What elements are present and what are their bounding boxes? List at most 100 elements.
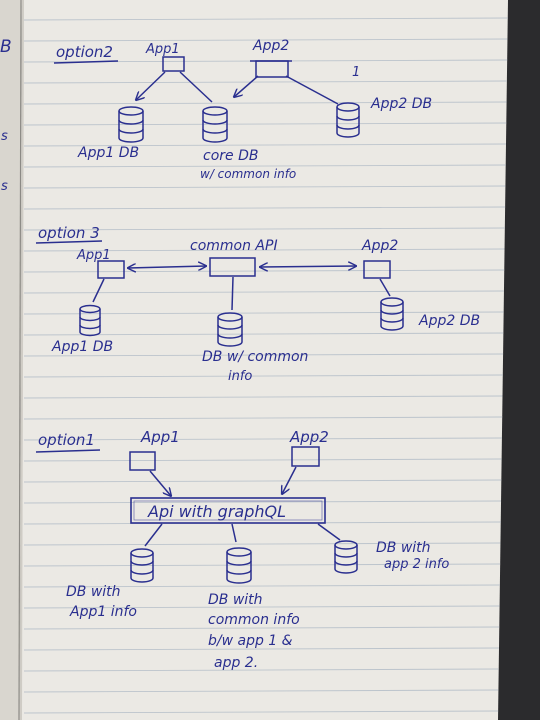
heading-underline <box>35 240 103 244</box>
app2-label: App2 <box>252 38 289 54</box>
ruled-line <box>23 710 499 714</box>
database-icon <box>380 297 404 331</box>
link-api-db2 <box>231 523 237 543</box>
arrow-api-app2 <box>260 266 356 267</box>
link-app2-to-app2db <box>285 75 339 105</box>
option3-diagram: option 3 App1 common API App2 App1 DB <box>35 224 480 384</box>
margin-mark: s <box>1 179 8 194</box>
ruled-line <box>23 248 505 252</box>
link-api-db1 <box>144 523 163 547</box>
db3-label-line1: DB with <box>376 540 431 556</box>
ruled-line <box>23 311 504 315</box>
ruled-line <box>23 500 502 504</box>
ruled-line <box>23 647 499 651</box>
previous-page-edge <box>0 0 22 720</box>
ruled-line <box>23 542 501 546</box>
margin-mark: s <box>1 129 8 144</box>
ruled-lines <box>23 17 508 714</box>
db3-label-line2: app 2 info <box>384 557 449 572</box>
db2-label-line3: b/w app 1 & <box>208 633 293 649</box>
ruled-line <box>23 122 507 126</box>
margin-mark: B <box>0 37 12 57</box>
app2-db-label: App2 DB <box>418 313 480 329</box>
arrow-app2-to-api <box>282 466 297 494</box>
app2-label: App2 <box>289 428 329 446</box>
arrow-app2-to-coredb <box>234 75 259 97</box>
database-icon <box>336 102 360 138</box>
ruled-line <box>23 563 501 567</box>
ruled-line <box>23 290 504 294</box>
ruled-line <box>23 374 503 378</box>
link-api-db3 <box>317 523 341 541</box>
link-app1-to-coredb <box>179 71 213 103</box>
ruled-line <box>23 143 506 147</box>
ruled-line <box>23 80 507 84</box>
ruled-line <box>23 164 506 168</box>
common-db-label: DB w/ common <box>202 349 308 365</box>
db1-label-line2: App1 info <box>69 604 137 620</box>
ruled-line <box>23 416 503 420</box>
option3-heading: option 3 <box>38 224 100 242</box>
database-icon <box>118 106 144 143</box>
spiral-gutter <box>18 0 22 720</box>
ruled-line <box>23 332 504 336</box>
db1-label-line1: DB with <box>66 584 121 600</box>
ruled-line <box>23 626 500 630</box>
ruled-line <box>23 605 500 609</box>
app1-db-label: App1 DB <box>77 145 139 161</box>
option2-diagram: option2 App1 App2 1 App1 DB core DB w/ <box>53 38 432 181</box>
database-icon <box>217 312 243 347</box>
app1-label: App1 <box>76 248 111 263</box>
link-api-db <box>231 276 234 311</box>
option1-heading: option1 <box>38 431 95 449</box>
core-db-sublabel: w/ common info <box>200 167 296 181</box>
option1-diagram: option1 App1 App2 Api with graphQL <box>35 428 449 671</box>
ruled-line <box>23 17 508 21</box>
database-icon <box>130 548 154 583</box>
ruled-line <box>23 353 504 357</box>
arrow-app1-to-app1db <box>136 71 166 100</box>
arrow-app1-to-api <box>149 470 171 496</box>
paper-sheet <box>20 0 508 720</box>
ruled-line <box>23 206 506 210</box>
app2-label: App2 <box>361 238 398 254</box>
ruled-line <box>23 689 499 693</box>
db2-label-line2: common info <box>208 612 300 628</box>
app2-box <box>363 260 391 279</box>
ruled-line <box>23 458 502 462</box>
ruled-line <box>23 185 506 189</box>
option2-heading: option2 <box>56 43 113 61</box>
common-api-label: common API <box>190 238 278 254</box>
database-icon <box>79 304 101 337</box>
database-icon <box>226 547 252 584</box>
heading-underline <box>53 60 119 64</box>
db2-label-line4: app 2. <box>214 655 258 671</box>
ruled-line <box>23 38 508 42</box>
heading-underline <box>35 449 101 453</box>
link-app1-db <box>92 278 105 303</box>
tick-mark: 1 <box>352 65 360 80</box>
ruled-line <box>23 227 505 231</box>
app1-box <box>162 56 185 72</box>
app1-db-label: App1 DB <box>51 339 113 355</box>
ruled-line <box>23 668 499 672</box>
database-icon <box>334 540 358 574</box>
arrow-app1-api <box>128 266 206 268</box>
app2-box <box>291 446 320 467</box>
app1-box <box>129 451 156 471</box>
ruled-line <box>23 395 503 399</box>
link-app2-db <box>379 278 391 297</box>
ruled-line <box>23 101 507 105</box>
graphql-api-label: Api with graphQL <box>147 502 286 521</box>
database-icon <box>202 106 228 143</box>
common-api-box <box>209 257 256 277</box>
graphql-api-box <box>130 497 326 524</box>
ruled-line <box>23 584 500 588</box>
ruled-line <box>23 479 502 483</box>
ruled-line <box>23 437 502 441</box>
app1-label: App1 <box>140 428 180 446</box>
app2-db-label: App2 DB <box>370 96 432 112</box>
app1-box <box>97 260 125 279</box>
